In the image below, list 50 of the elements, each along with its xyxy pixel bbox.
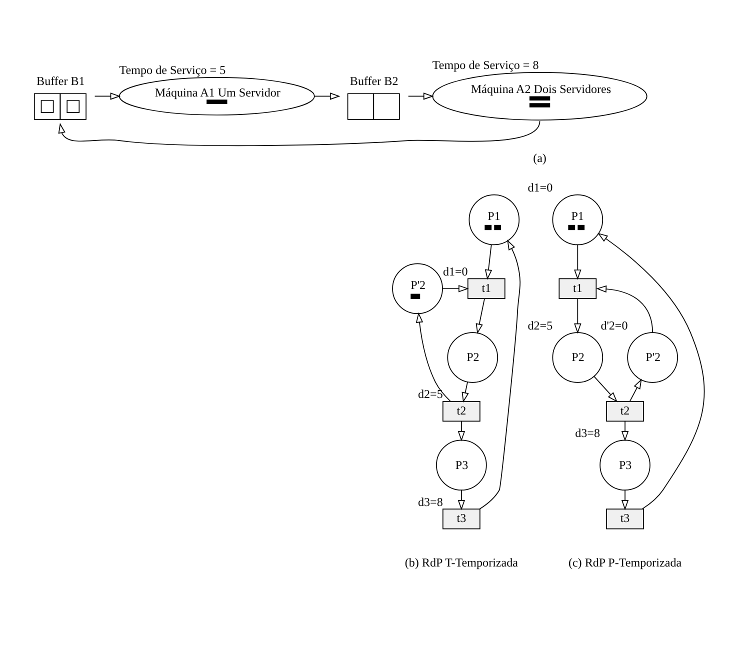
arrow (458, 420, 466, 442)
node-box: t3 (442, 508, 480, 530)
arrow (476, 298, 485, 334)
node-circle: P1 (552, 194, 604, 246)
node-circle: P'2 (627, 332, 678, 383)
label: (b) RdP T-Temporizada (404, 555, 518, 570)
label: (c) RdP P-Temporizada (568, 555, 682, 570)
node-label: Tempo de Serviço = 5 (119, 63, 226, 78)
arrow (458, 490, 466, 510)
arrow (621, 490, 629, 510)
node-circle: P3 (436, 440, 487, 491)
node-label: Tempo de Serviço = 8 (432, 58, 539, 72)
arrow (594, 376, 618, 402)
node-box: t2 (606, 401, 644, 422)
node-label: d1=0 (528, 180, 553, 195)
arrow (479, 240, 520, 510)
node-circle: P3 (600, 440, 650, 491)
arrow (629, 378, 642, 402)
node-label: Buffer B1 (36, 74, 85, 88)
node-label: d1=0 (442, 264, 468, 278)
arrow (442, 285, 469, 292)
arrow (598, 232, 705, 510)
node-ellipse: Máquina A2 Dois Servidores (432, 72, 648, 120)
node-box: t1 (558, 278, 597, 299)
node-label: d2=5 (528, 318, 553, 332)
arrow (314, 92, 340, 100)
node-label: d3=8 (418, 494, 443, 509)
node-label: d3=8 (575, 426, 600, 440)
node-label: d'2=0 (600, 318, 628, 332)
node-box: t2 (442, 401, 480, 422)
arrow (574, 298, 582, 334)
arrow (416, 312, 452, 402)
arrow (94, 92, 121, 100)
arrow (596, 285, 653, 333)
label: (a) (533, 150, 546, 165)
arrow (484, 244, 492, 280)
arrow (58, 120, 540, 146)
node-box: t3 (606, 508, 644, 530)
arrow (462, 382, 469, 403)
arrow (621, 420, 629, 442)
arrow (408, 92, 434, 100)
node-circle: P'2 (392, 263, 443, 314)
node-label: d2=5 (418, 387, 443, 402)
node-circle: P2 (447, 332, 498, 383)
node-circle: P2 (552, 332, 604, 383)
node-ellipse: Máquina A1 Um Servidor (118, 76, 315, 116)
node-label: Buffer B2 (350, 74, 398, 88)
node-box: t1 (467, 278, 506, 299)
arrow (574, 244, 582, 280)
node-circle: P1 (468, 194, 520, 246)
